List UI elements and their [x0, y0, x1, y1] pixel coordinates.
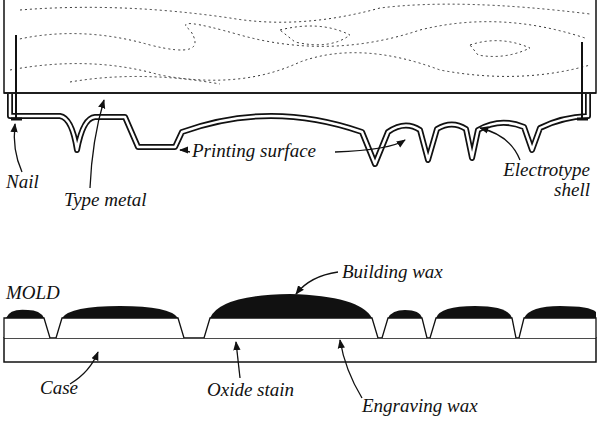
part-label: Oxide stain — [205, 380, 296, 400]
mold-illustration — [4, 294, 596, 362]
figure-heading: MOLD — [4, 283, 62, 303]
leader-line — [14, 100, 520, 188]
building-wax — [6, 294, 596, 318]
part-label: Electrotype shell — [488, 160, 592, 200]
wood-block — [4, 0, 596, 93]
part-label: Engraving wax — [360, 396, 480, 416]
wood-grain — [10, 4, 590, 84]
part-label: Building wax — [340, 262, 445, 282]
nail-symbol — [11, 35, 588, 119]
part-label: Type metal — [62, 190, 149, 210]
part-label: Printing surface — [190, 141, 318, 161]
part-label: Case — [38, 378, 80, 398]
part-label: Nail — [4, 172, 41, 192]
